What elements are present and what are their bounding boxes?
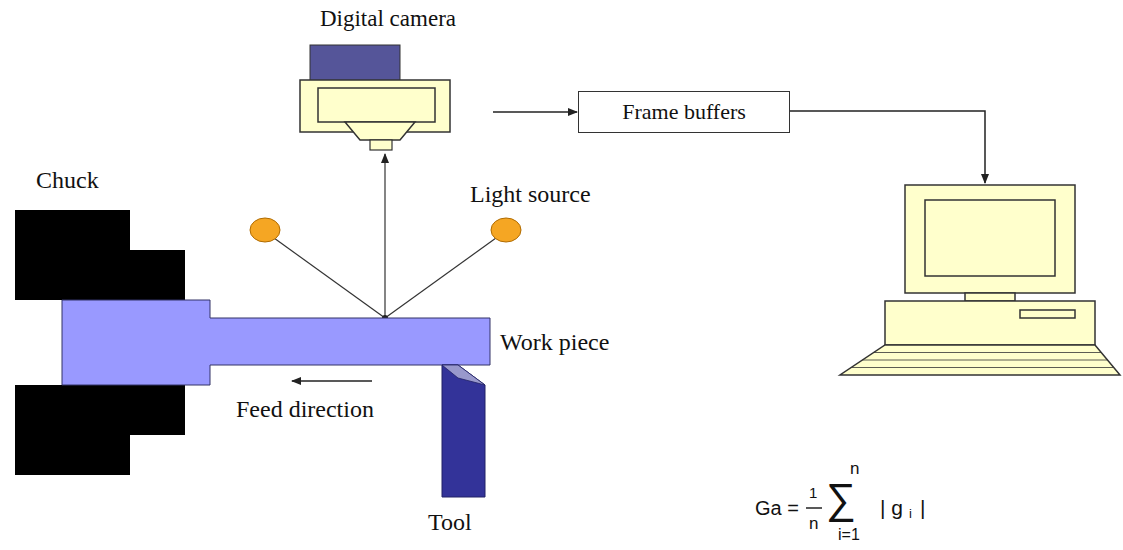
- computer-icon: [840, 185, 1120, 375]
- light-source-lamp: [250, 218, 280, 242]
- light-source-lamp: [491, 218, 521, 242]
- fraction-bar: [806, 507, 822, 509]
- part-label: Tool: [428, 510, 472, 534]
- light-rays: [274, 154, 496, 318]
- node-heading: Digital camera: [285, 6, 491, 32]
- feed-arrow: [292, 380, 372, 382]
- direction-label: Feed direction: [236, 397, 374, 421]
- data-arrow: [493, 111, 577, 113]
- part-label: Work piece: [500, 330, 609, 354]
- part-label: Light source: [470, 182, 591, 206]
- formula-text: 1: [809, 485, 817, 500]
- formula-text: n: [809, 515, 818, 532]
- formula-text: i=1: [838, 527, 860, 543]
- camera-icon: [300, 45, 450, 150]
- workpiece: [62, 300, 490, 385]
- formula-text: | g: [880, 497, 903, 518]
- node-text: Frame buffers: [622, 99, 746, 125]
- cutting-tool: [442, 365, 485, 497]
- formula-text: Ga =: [755, 498, 799, 518]
- keyboard-keys: [851, 353, 1114, 368]
- formula-text: |: [920, 497, 925, 518]
- camera-node: Digital camera: [285, 6, 491, 154]
- part-label: Chuck: [36, 168, 99, 192]
- process-box: Frame buffers: [578, 91, 790, 133]
- data-line: [790, 111, 985, 183]
- formula-text: i: [909, 507, 912, 520]
- formula-text: n: [850, 460, 859, 477]
- formula-symbol: ∑: [826, 478, 856, 520]
